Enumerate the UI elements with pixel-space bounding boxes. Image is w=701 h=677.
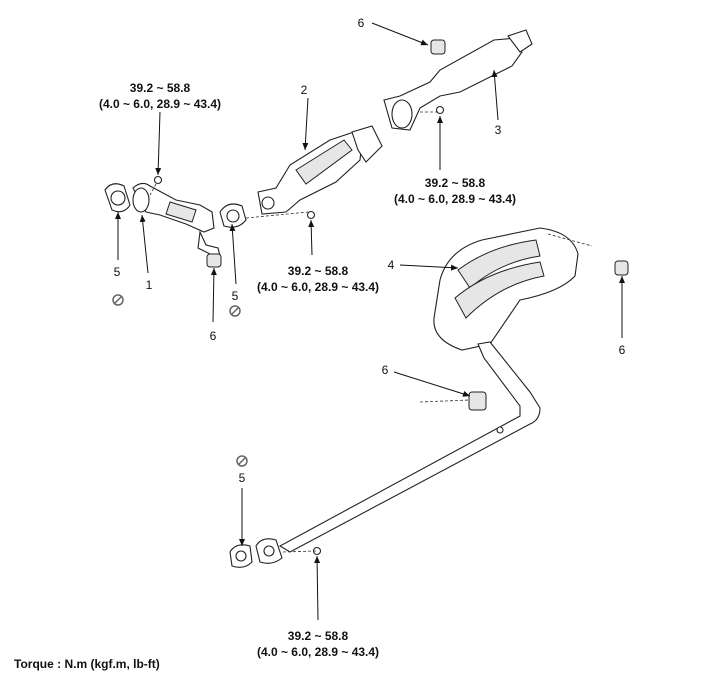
exhaust-pipe bbox=[278, 341, 541, 553]
torque-alt-units: (4.0 ~ 6.0, 28.9 ~ 43.4) bbox=[394, 192, 516, 206]
callout-number: 6 bbox=[382, 363, 389, 377]
torque-units-note: Torque : N.m (kgf.m, lb-ft) bbox=[14, 657, 160, 671]
center-muffler bbox=[383, 29, 533, 131]
torque-value: 39.2 ~ 58.8 bbox=[288, 629, 349, 643]
callout-number: 5 bbox=[232, 289, 239, 303]
do-not-reuse-icon bbox=[229, 305, 241, 317]
callout-number: 6 bbox=[358, 16, 365, 30]
callout-number: 1 bbox=[146, 278, 153, 292]
callout-number: 6 bbox=[210, 329, 217, 343]
gasket-mid bbox=[219, 203, 247, 228]
torque-value: 39.2 ~ 58.8 bbox=[425, 176, 486, 190]
gasket-front bbox=[104, 183, 131, 213]
callout-number: 2 bbox=[301, 83, 308, 97]
callout-number: 5 bbox=[239, 471, 246, 485]
torque-value: 39.2 ~ 58.8 bbox=[288, 264, 349, 278]
front-pipe bbox=[132, 175, 221, 257]
torque-value: 39.2 ~ 58.8 bbox=[130, 81, 191, 95]
gasket-rear bbox=[229, 538, 322, 568]
main-muffler bbox=[433, 227, 629, 351]
do-not-reuse-icon bbox=[236, 455, 248, 467]
hanger-front bbox=[206, 253, 222, 268]
callout-number: 6 bbox=[619, 343, 626, 357]
catalytic-converter bbox=[257, 125, 383, 220]
callout-number: 5 bbox=[114, 265, 121, 279]
torque-alt-units: (4.0 ~ 6.0, 28.9 ~ 43.4) bbox=[99, 97, 221, 111]
callout-number: 3 bbox=[495, 123, 502, 137]
callout-number: 4 bbox=[388, 258, 395, 272]
torque-alt-units: (4.0 ~ 6.0, 28.9 ~ 43.4) bbox=[257, 280, 379, 294]
torque-alt-units: (4.0 ~ 6.0, 28.9 ~ 43.4) bbox=[257, 645, 379, 659]
do-not-reuse-icon bbox=[112, 294, 124, 306]
